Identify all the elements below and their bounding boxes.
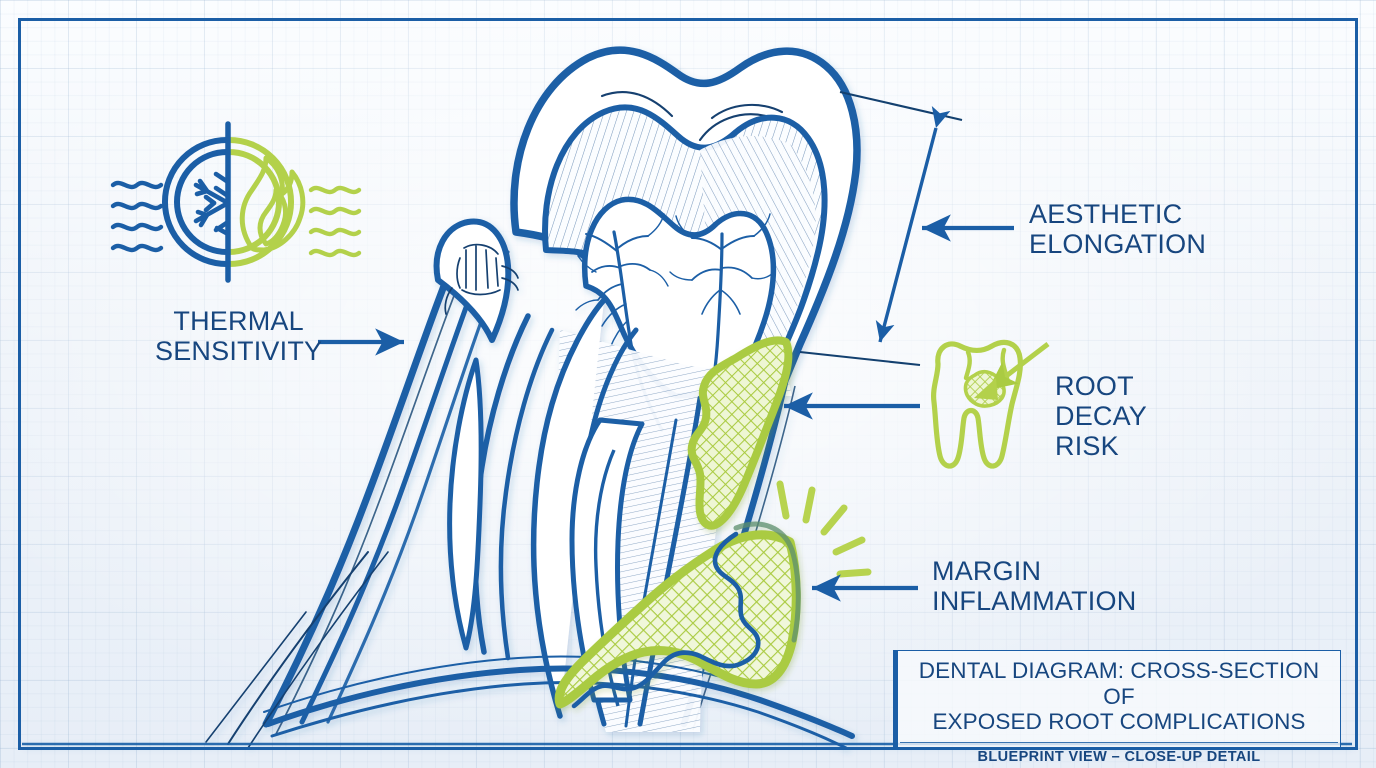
alveolar-crest [444, 243, 519, 315]
title-block-main-text: DENTAL DIAGRAM: CROSS-SECTION OF EXPOSED… [918, 658, 1320, 735]
crown-height-dimension [799, 90, 963, 367]
title-block: DENTAL DIAGRAM: CROSS-SECTION OF EXPOSED… [893, 650, 1341, 765]
title-block-subtitle: BLUEPRINT VIEW – CLOSE-UP DETAIL [977, 748, 1261, 765]
root-caries-lesion [687, 336, 793, 530]
label-aesthetic-elongation: AESTHETIC ELONGATION [1029, 199, 1207, 260]
root-apex-lines [205, 551, 389, 749]
label-margin-inflammation: MARGIN INFLAMMATION [932, 556, 1137, 617]
label-thermal-sensitivity: THERMAL SENSITIVITY [155, 306, 323, 367]
root-canal-left [530, 297, 607, 719]
inflammation-burst-icon [776, 480, 872, 578]
gingival-ridge-left [433, 218, 512, 343]
gingival-contour [571, 531, 761, 709]
title-block-divider [900, 741, 1338, 743]
snowflake-icon [193, 165, 231, 241]
inflamed-gingival-margin [554, 521, 801, 709]
heat-waves-icon [308, 185, 362, 258]
root-outline-left [262, 222, 472, 728]
flame-icon [239, 155, 306, 253]
label-root-decay-risk: ROOT DECAY RISK [1055, 371, 1148, 462]
cold-waves-icon [110, 180, 164, 253]
periodontal-ligament [299, 237, 495, 725]
